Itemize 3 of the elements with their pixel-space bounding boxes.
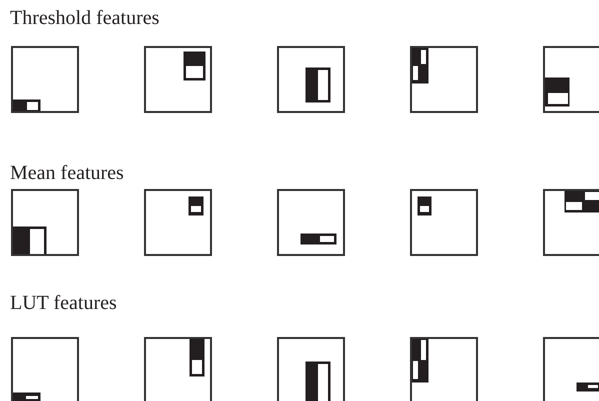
section-heading: Threshold features	[10, 6, 160, 30]
section-heading: LUT features	[10, 291, 117, 315]
section-heading: Mean features	[10, 161, 124, 185]
